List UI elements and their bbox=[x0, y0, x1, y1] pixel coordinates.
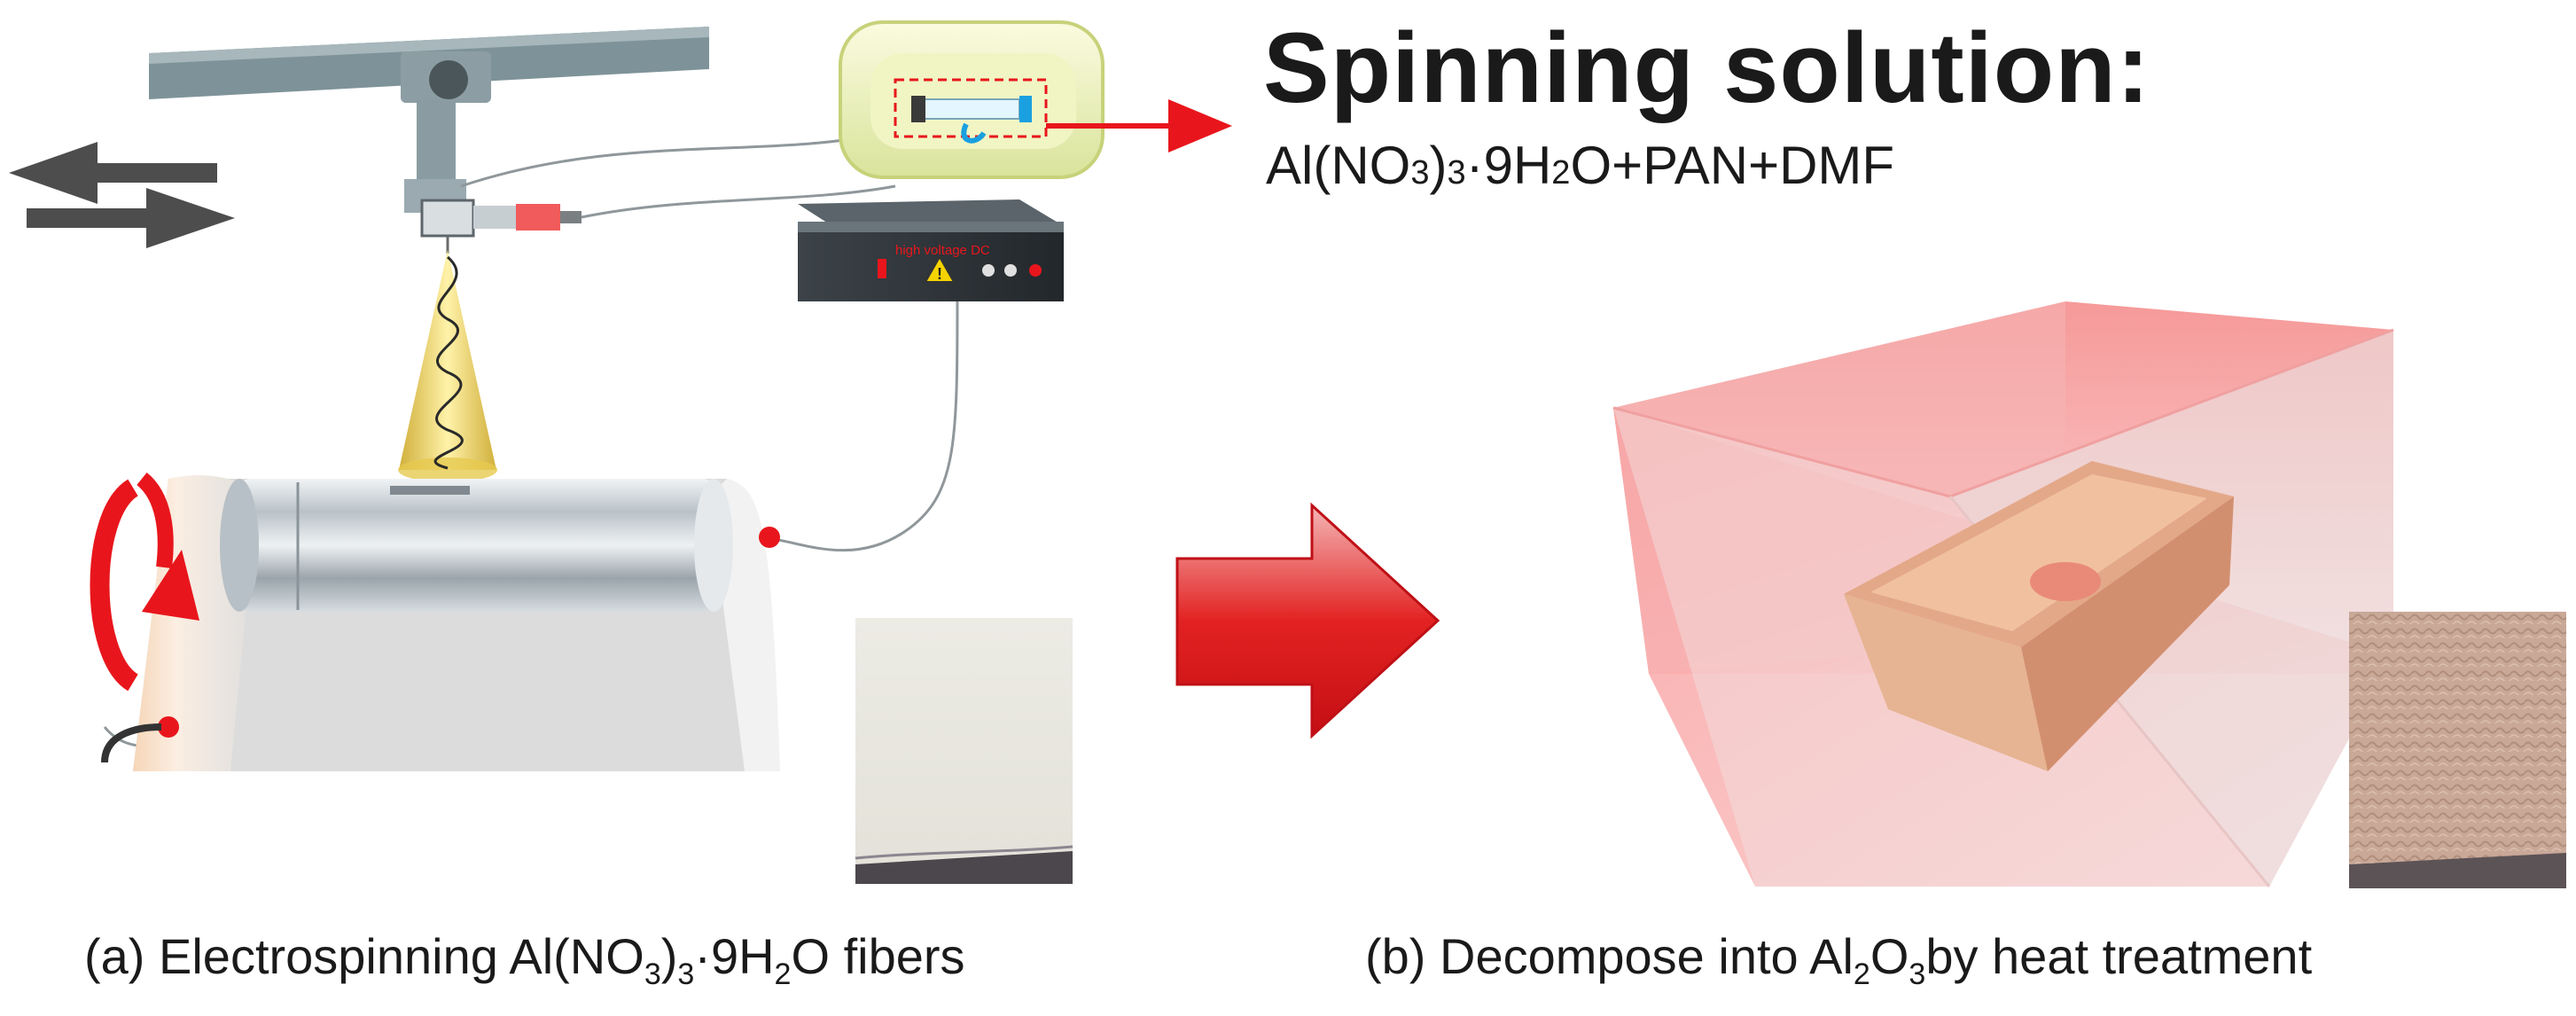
formula-part: ·9H bbox=[1465, 136, 1552, 195]
caption-electrospinning: (a) Electrospinning Al(NO3)3·9H2O fibers bbox=[84, 927, 965, 992]
spinning-solution-heading: Spinning solution: bbox=[1263, 12, 2151, 123]
syringe-highlight-box bbox=[894, 78, 1048, 138]
ceramic-crucible bbox=[1844, 461, 2234, 771]
caption-b-subscript: 3 bbox=[1909, 957, 1926, 991]
caption-a-part: (a) Electrospinning Al(NO bbox=[84, 928, 644, 984]
power-supply-box: ! high voltage DC bbox=[798, 199, 1064, 301]
alumina-sample-photo bbox=[2349, 612, 2566, 888]
formula-part: Al(NO bbox=[1266, 136, 1411, 195]
formula-subscript: 3 bbox=[1447, 154, 1466, 191]
caption-b-part: O bbox=[1870, 928, 1909, 984]
power-plug-knob bbox=[158, 716, 179, 738]
caption-a-subscript: 2 bbox=[774, 957, 792, 991]
rotation-arrow bbox=[90, 472, 199, 692]
formula-part: ) bbox=[1429, 136, 1448, 195]
spinning-solution-formula: Al(NO3)3·9H2O+PAN+DMF bbox=[1266, 135, 1894, 196]
formula-part: O+PAN+DMF bbox=[1570, 136, 1895, 195]
caption-heat-treatment: (b) Decompose into Al2O3by heat treatmen… bbox=[1365, 927, 2312, 992]
caption-b-subscript: 2 bbox=[1853, 957, 1870, 991]
fiber-cone bbox=[398, 250, 497, 482]
process-arrow bbox=[1175, 502, 1440, 739]
warning-symbol: ! bbox=[937, 265, 942, 283]
power-supply-label: high voltage DC bbox=[895, 243, 990, 258]
slider-carriage bbox=[401, 51, 491, 213]
caption-a-part: ) bbox=[660, 928, 678, 984]
syringe-pump bbox=[839, 20, 1105, 179]
formula-subscript: 3 bbox=[1410, 154, 1430, 191]
fiber-mat-sample-photo bbox=[855, 618, 1073, 884]
caption-b-part: (b) Decompose into Al bbox=[1365, 928, 1854, 984]
spinneret bbox=[420, 199, 582, 254]
caption-a-subscript: 3 bbox=[644, 957, 661, 991]
pointer-arrow bbox=[1046, 99, 1232, 152]
rotating-drum bbox=[220, 479, 733, 612]
formula-subscript: 2 bbox=[1551, 154, 1571, 191]
drum-terminal-knob bbox=[759, 527, 780, 548]
caption-a-part: ·9H bbox=[694, 928, 775, 984]
sample-in-crucible bbox=[2030, 562, 2101, 601]
caption-a-part: O fibers bbox=[791, 928, 965, 984]
power-cord bbox=[101, 723, 162, 763]
reciprocating-arrows bbox=[9, 142, 235, 248]
caption-a-subscript: 3 bbox=[677, 957, 695, 991]
caption-b-part: by heat treatment bbox=[1925, 928, 2313, 984]
